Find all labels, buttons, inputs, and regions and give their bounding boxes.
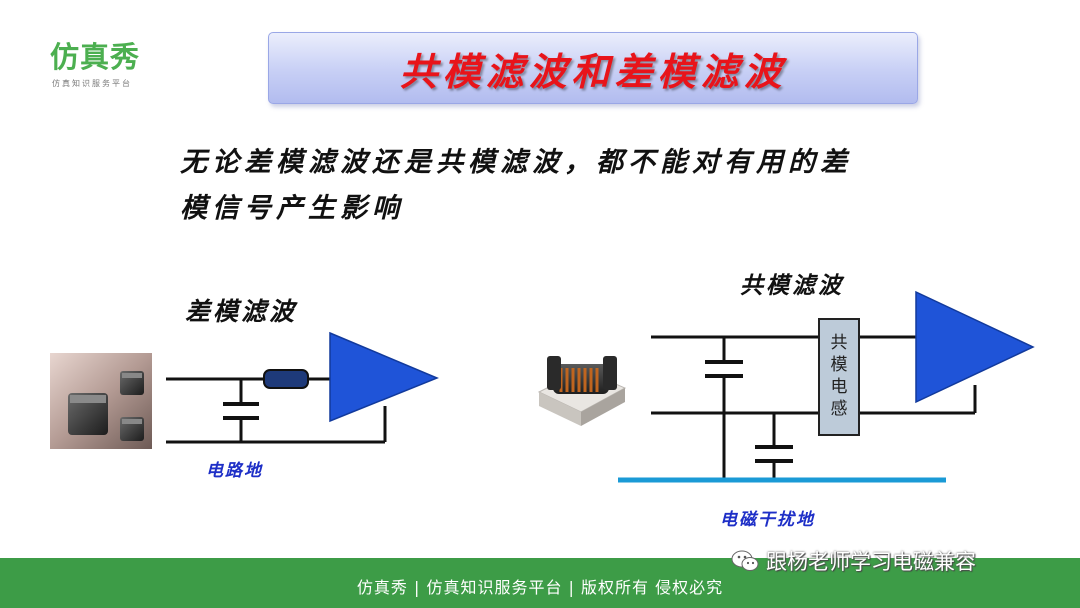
wechat-icon <box>731 550 759 571</box>
cm-choke-char-4: 感 <box>830 399 848 419</box>
watermark-text: 跟杨老师学习电磁兼容 <box>766 550 976 574</box>
brand-logo: 仿真秀 仿真知识服务平台 <box>38 30 174 94</box>
circuit-ground-label: 电路地 <box>206 461 263 481</box>
cm-circuit <box>651 335 977 478</box>
footer-bar <box>0 558 1080 608</box>
emi-ground-label: 电磁干扰地 <box>720 510 815 530</box>
dm-resistor <box>263 369 309 389</box>
logo-subtitle: 仿真知识服务平台 <box>52 79 132 88</box>
cm-choke-char-2: 模 <box>830 355 848 375</box>
description-line-1: 无论差模滤波还是共模滤波，都不能对有用的差 <box>180 147 852 178</box>
dm-filter-label: 差模滤波 <box>185 297 298 326</box>
description-text: 无论差模滤波还是共模滤波，都不能对有用的差 模信号产生影响 <box>180 140 940 232</box>
slide-title: 共模滤波和差模滤波 <box>399 48 787 94</box>
wechat-watermark: 跟杨老师学习电磁兼容 <box>730 546 976 576</box>
dm-amplifier <box>329 331 439 423</box>
cm-amplifier <box>915 290 1035 404</box>
description-line-2: 模信号产生影响 <box>180 193 404 224</box>
logo-text: 仿真秀 <box>50 40 141 74</box>
dm-circuit <box>166 377 387 444</box>
cm-filter-label: 共模滤波 <box>740 272 844 299</box>
slide-title-box: 共模滤波和差模滤波 <box>268 32 918 104</box>
cm-choke-box <box>818 318 860 436</box>
footer-text: 仿真秀 | 仿真知识服务平台 | 版权所有 侵权必究 <box>356 578 724 597</box>
cm-choke-label: 共 模 电 感 <box>828 332 850 420</box>
dm-inductor-photo <box>50 353 152 449</box>
cm-choke-photo <box>537 356 627 426</box>
cm-choke-char-3: 电 <box>830 377 848 397</box>
cm-choke-char-1: 共 <box>830 333 848 353</box>
